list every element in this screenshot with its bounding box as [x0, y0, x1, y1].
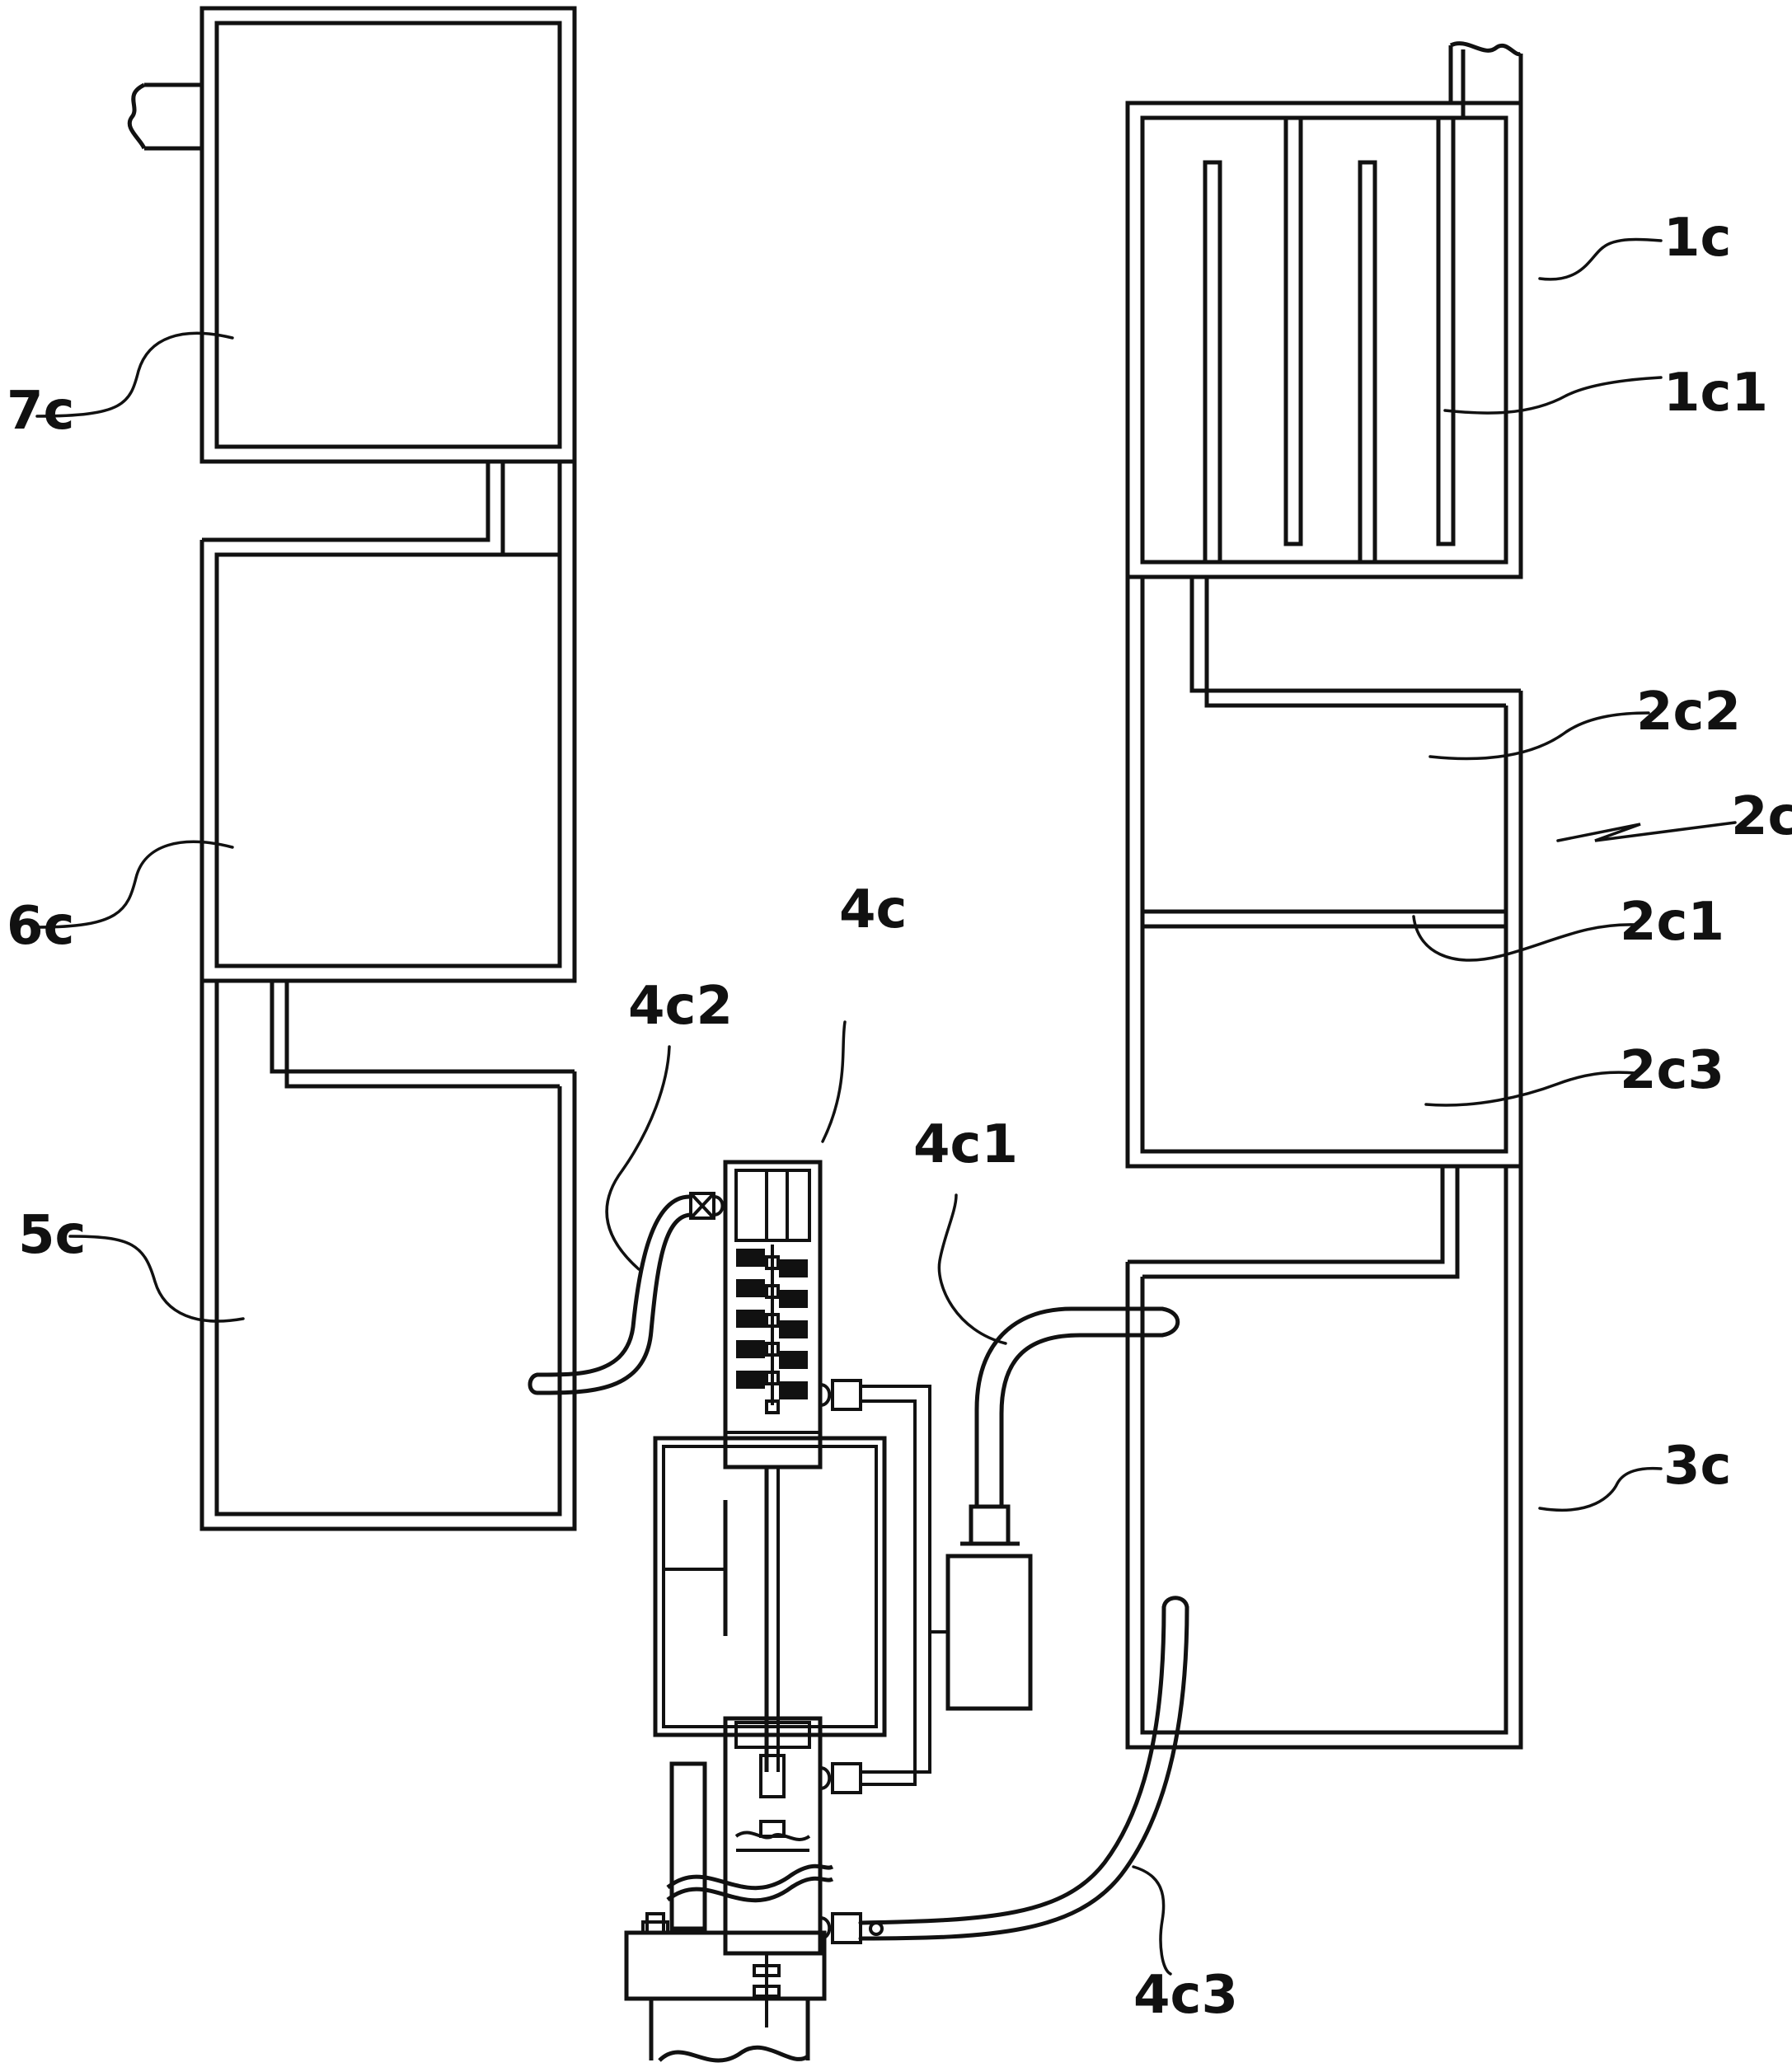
hose-4c2 — [528, 1194, 693, 1395]
tank-3c — [1125, 1262, 1523, 1750]
tank-5c — [199, 1071, 577, 1531]
label-4c1: 4c1 — [913, 1114, 1018, 1175]
label-1c1: 1c1 — [1663, 363, 1768, 424]
label-4c3: 4c3 — [1133, 1965, 1238, 2026]
label-4c: 4c — [839, 879, 907, 940]
label-1c: 1c — [1663, 208, 1731, 269]
label-4c2: 4c2 — [628, 976, 733, 1037]
label-7c: 7c — [7, 381, 74, 442]
component-labels: 1c 1c1 2c2 2c 2c1 2c3 3c 4c 4c2 4c1 4c3 … — [7, 208, 1792, 2026]
label-2c1: 2c1 — [1620, 892, 1724, 953]
hose-4c1 — [974, 1306, 1180, 1509]
connector-1c-2c — [1125, 577, 1521, 708]
label-5c: 5c — [18, 1205, 86, 1266]
apparatus-4c — [624, 1160, 1033, 2063]
connector-7c-6c — [202, 462, 577, 557]
label-2c3: 2c3 — [1620, 1040, 1724, 1101]
label-2c2: 2c2 — [1636, 682, 1741, 743]
tank-7c — [127, 6, 577, 464]
connector-2c-3c — [1128, 1166, 1523, 1279]
tank-2c — [1125, 691, 1523, 1169]
label-3c: 3c — [1663, 1436, 1731, 1497]
label-2c: 2c — [1731, 786, 1792, 847]
tank-6c — [199, 540, 577, 983]
connector-6c-5c — [199, 981, 575, 1089]
hose-4c3 — [858, 1596, 1189, 1941]
label-6c: 6c — [7, 896, 74, 957]
leader-lines — [35, 237, 1737, 1976]
tank-1c — [1125, 41, 1523, 579]
